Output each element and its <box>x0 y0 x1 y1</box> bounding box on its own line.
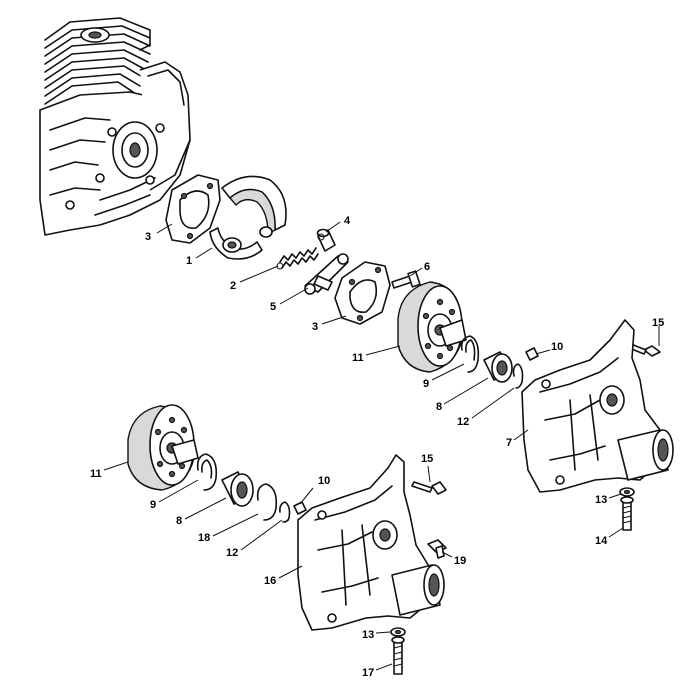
part-12-circlip-lower <box>279 501 291 523</box>
callout-8-upper: 8 <box>436 401 442 413</box>
callout-15-lower: 15 <box>421 453 433 465</box>
part-16-gear-housing <box>297 454 445 631</box>
part-1-clutch-shoes <box>209 175 287 260</box>
part-3-washer-upper <box>165 174 221 244</box>
callout-3-lower: 3 <box>312 321 318 333</box>
engine-assembly <box>39 17 191 236</box>
callout-3-upper: 3 <box>145 231 151 243</box>
leader-lines <box>103 221 660 671</box>
callout-12-lower: 12 <box>226 547 238 559</box>
callout-19: 19 <box>454 555 466 567</box>
callout-16: 16 <box>264 575 276 587</box>
part-17-bolt <box>391 636 405 675</box>
part-18-circlip <box>256 483 278 521</box>
part-10-sleeve-upper <box>525 347 539 361</box>
callout-13-lower: 13 <box>362 629 374 641</box>
callout-11-upper: 11 <box>352 352 364 364</box>
callout-10-upper: 10 <box>551 341 563 353</box>
callout-2: 2 <box>230 280 236 292</box>
part-6-bolt <box>391 270 421 289</box>
callout-7: 7 <box>506 437 512 449</box>
callout-15-upper: 15 <box>652 317 664 329</box>
callout-4: 4 <box>344 215 351 227</box>
part-11-clutch-drum-lower <box>127 404 199 491</box>
callout-14: 14 <box>595 535 608 547</box>
part-8-bearing-lower <box>221 471 254 507</box>
part-13-washer-lower <box>390 627 406 637</box>
part-5-link-plate <box>304 253 349 295</box>
part-13-washer-upper <box>619 487 635 497</box>
callout-9-upper: 9 <box>423 378 429 390</box>
callout-13-upper: 13 <box>595 494 607 506</box>
part-9-circlip-upper <box>460 335 480 373</box>
part-7-gear-housing <box>521 319 674 493</box>
part-8-bearing-upper <box>483 351 513 383</box>
callout-9-lower: 9 <box>150 499 156 511</box>
part-3-washer-lower <box>334 261 391 325</box>
callout-labels: 3 1 4 2 6 5 3 15 10 11 9 8 12 7 13 14 11… <box>90 215 664 679</box>
part-12-circlip-upper <box>512 363 524 389</box>
callout-1: 1 <box>186 255 192 267</box>
callout-6: 6 <box>424 261 430 273</box>
callout-17: 17 <box>362 667 374 679</box>
part-2-spring <box>276 233 325 270</box>
callout-18: 18 <box>198 532 210 544</box>
part-10-sleeve-lower <box>293 501 307 515</box>
callout-8-lower: 8 <box>176 515 182 527</box>
part-4-sleeve <box>316 228 336 252</box>
callout-5: 5 <box>270 301 276 313</box>
part-15-bolt-lower <box>411 481 447 495</box>
part-11-clutch-drum-upper <box>397 281 467 373</box>
part-9-circlip-lower <box>196 453 218 491</box>
callout-12-upper: 12 <box>457 416 469 428</box>
callout-10-lower: 10 <box>318 475 330 487</box>
callout-11-lower: 11 <box>90 468 102 480</box>
part-19-bolt <box>427 539 447 559</box>
part-14-bolt <box>620 496 634 531</box>
